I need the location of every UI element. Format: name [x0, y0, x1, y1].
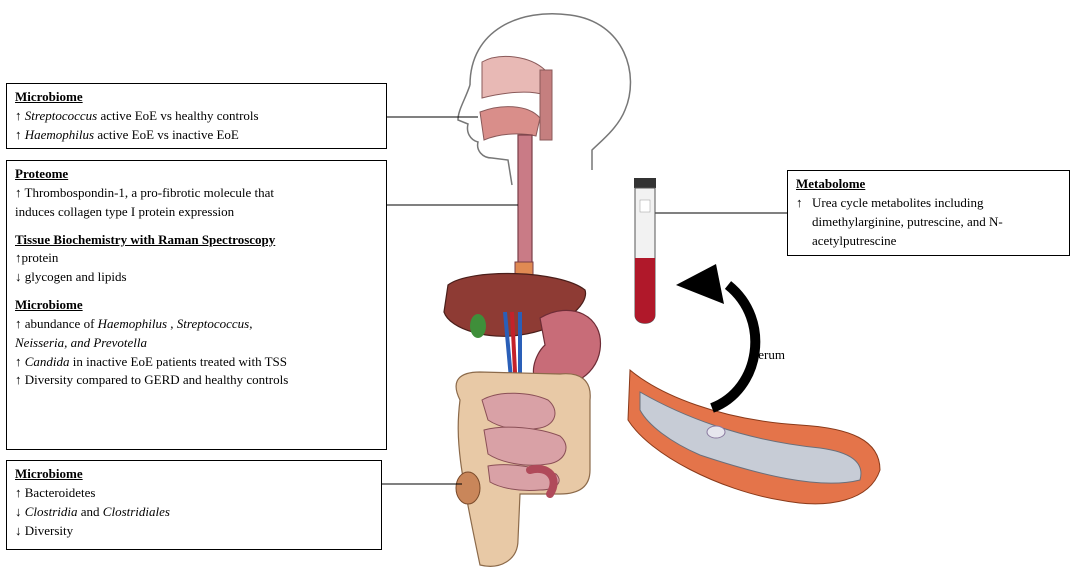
- microbiome-line-1: ↑ Streptococcus active EoE vs healthy co…: [15, 107, 259, 123]
- gut-line-2: ↓ Clostridia and Clostridiales: [15, 503, 170, 519]
- gallbladder: [470, 314, 486, 338]
- microbiome-line-2: ↑ Haemophilus active EoE vs inactive EoE: [15, 126, 239, 142]
- microbiome-line-1: ↑ abundance of Haemophilus , Streptococc…: [15, 315, 253, 331]
- microbiome-line-4: ↑ Diversity compared to GERD and healthy…: [15, 372, 289, 388]
- box-header: Microbiome: [15, 89, 83, 104]
- cecum: [455, 471, 481, 505]
- serum-arrow: [676, 264, 761, 413]
- metabolome-header: Metabolome: [796, 176, 866, 191]
- gut-line-1: ↑ Bacteroidetes: [15, 484, 96, 500]
- blood-vessel: [627, 368, 881, 505]
- esophagus-findings-box: Proteome ↑ Thrombospondin-1, a pro-fibro…: [6, 160, 387, 450]
- raman-line-2: ↓ glycogen and lipids: [15, 269, 127, 285]
- metabolome-box: Metabolome ↑ Urea cycle metabolites incl…: [787, 170, 1070, 256]
- oral-cavity: [479, 56, 553, 141]
- serum-label: Serum: [751, 347, 785, 362]
- stomach: [532, 309, 602, 388]
- microbiome-line-3: ↑ Candida in inactive EoE patients treat…: [15, 353, 288, 369]
- raman-header: Tissue Biochemistry with Raman Spectrosc…: [15, 231, 276, 247]
- microbiome-line-2: Neisseria, and Prevotella: [15, 334, 148, 350]
- up-arrow-icon: ↑: [796, 194, 803, 210]
- metabolome-line-2: dimethylarginine, putrescine, and N-: [812, 213, 1003, 229]
- microbiome-gut-box: Microbiome ↑ Bacteroidetes ↓ Clostridia …: [6, 460, 382, 550]
- blood-tube: [634, 178, 656, 324]
- microbiome-header: Microbiome: [15, 297, 83, 313]
- appendix-segment: [526, 464, 558, 498]
- head-outline: [457, 13, 632, 186]
- gut-line-3: ↓ Diversity: [15, 522, 74, 538]
- proteome-header: Proteome: [15, 166, 69, 181]
- microbiome-oral-box: Microbiome ↑ Streptococcus active EoE vs…: [6, 83, 387, 149]
- raman-line-1: ↑protein: [15, 250, 59, 266]
- box-header: Microbiome: [15, 466, 83, 481]
- metabolome-line-1: Urea cycle metabolites including: [812, 194, 984, 210]
- metabolome-line-3: acetylputrescine: [812, 232, 897, 248]
- connector-lines: [382, 116, 787, 485]
- proteome-line-2: induces collagen type I protein expressi…: [15, 203, 235, 219]
- proteome-line-1: ↑ Thrombospondin-1, a pro-fibrotic molec…: [15, 184, 274, 200]
